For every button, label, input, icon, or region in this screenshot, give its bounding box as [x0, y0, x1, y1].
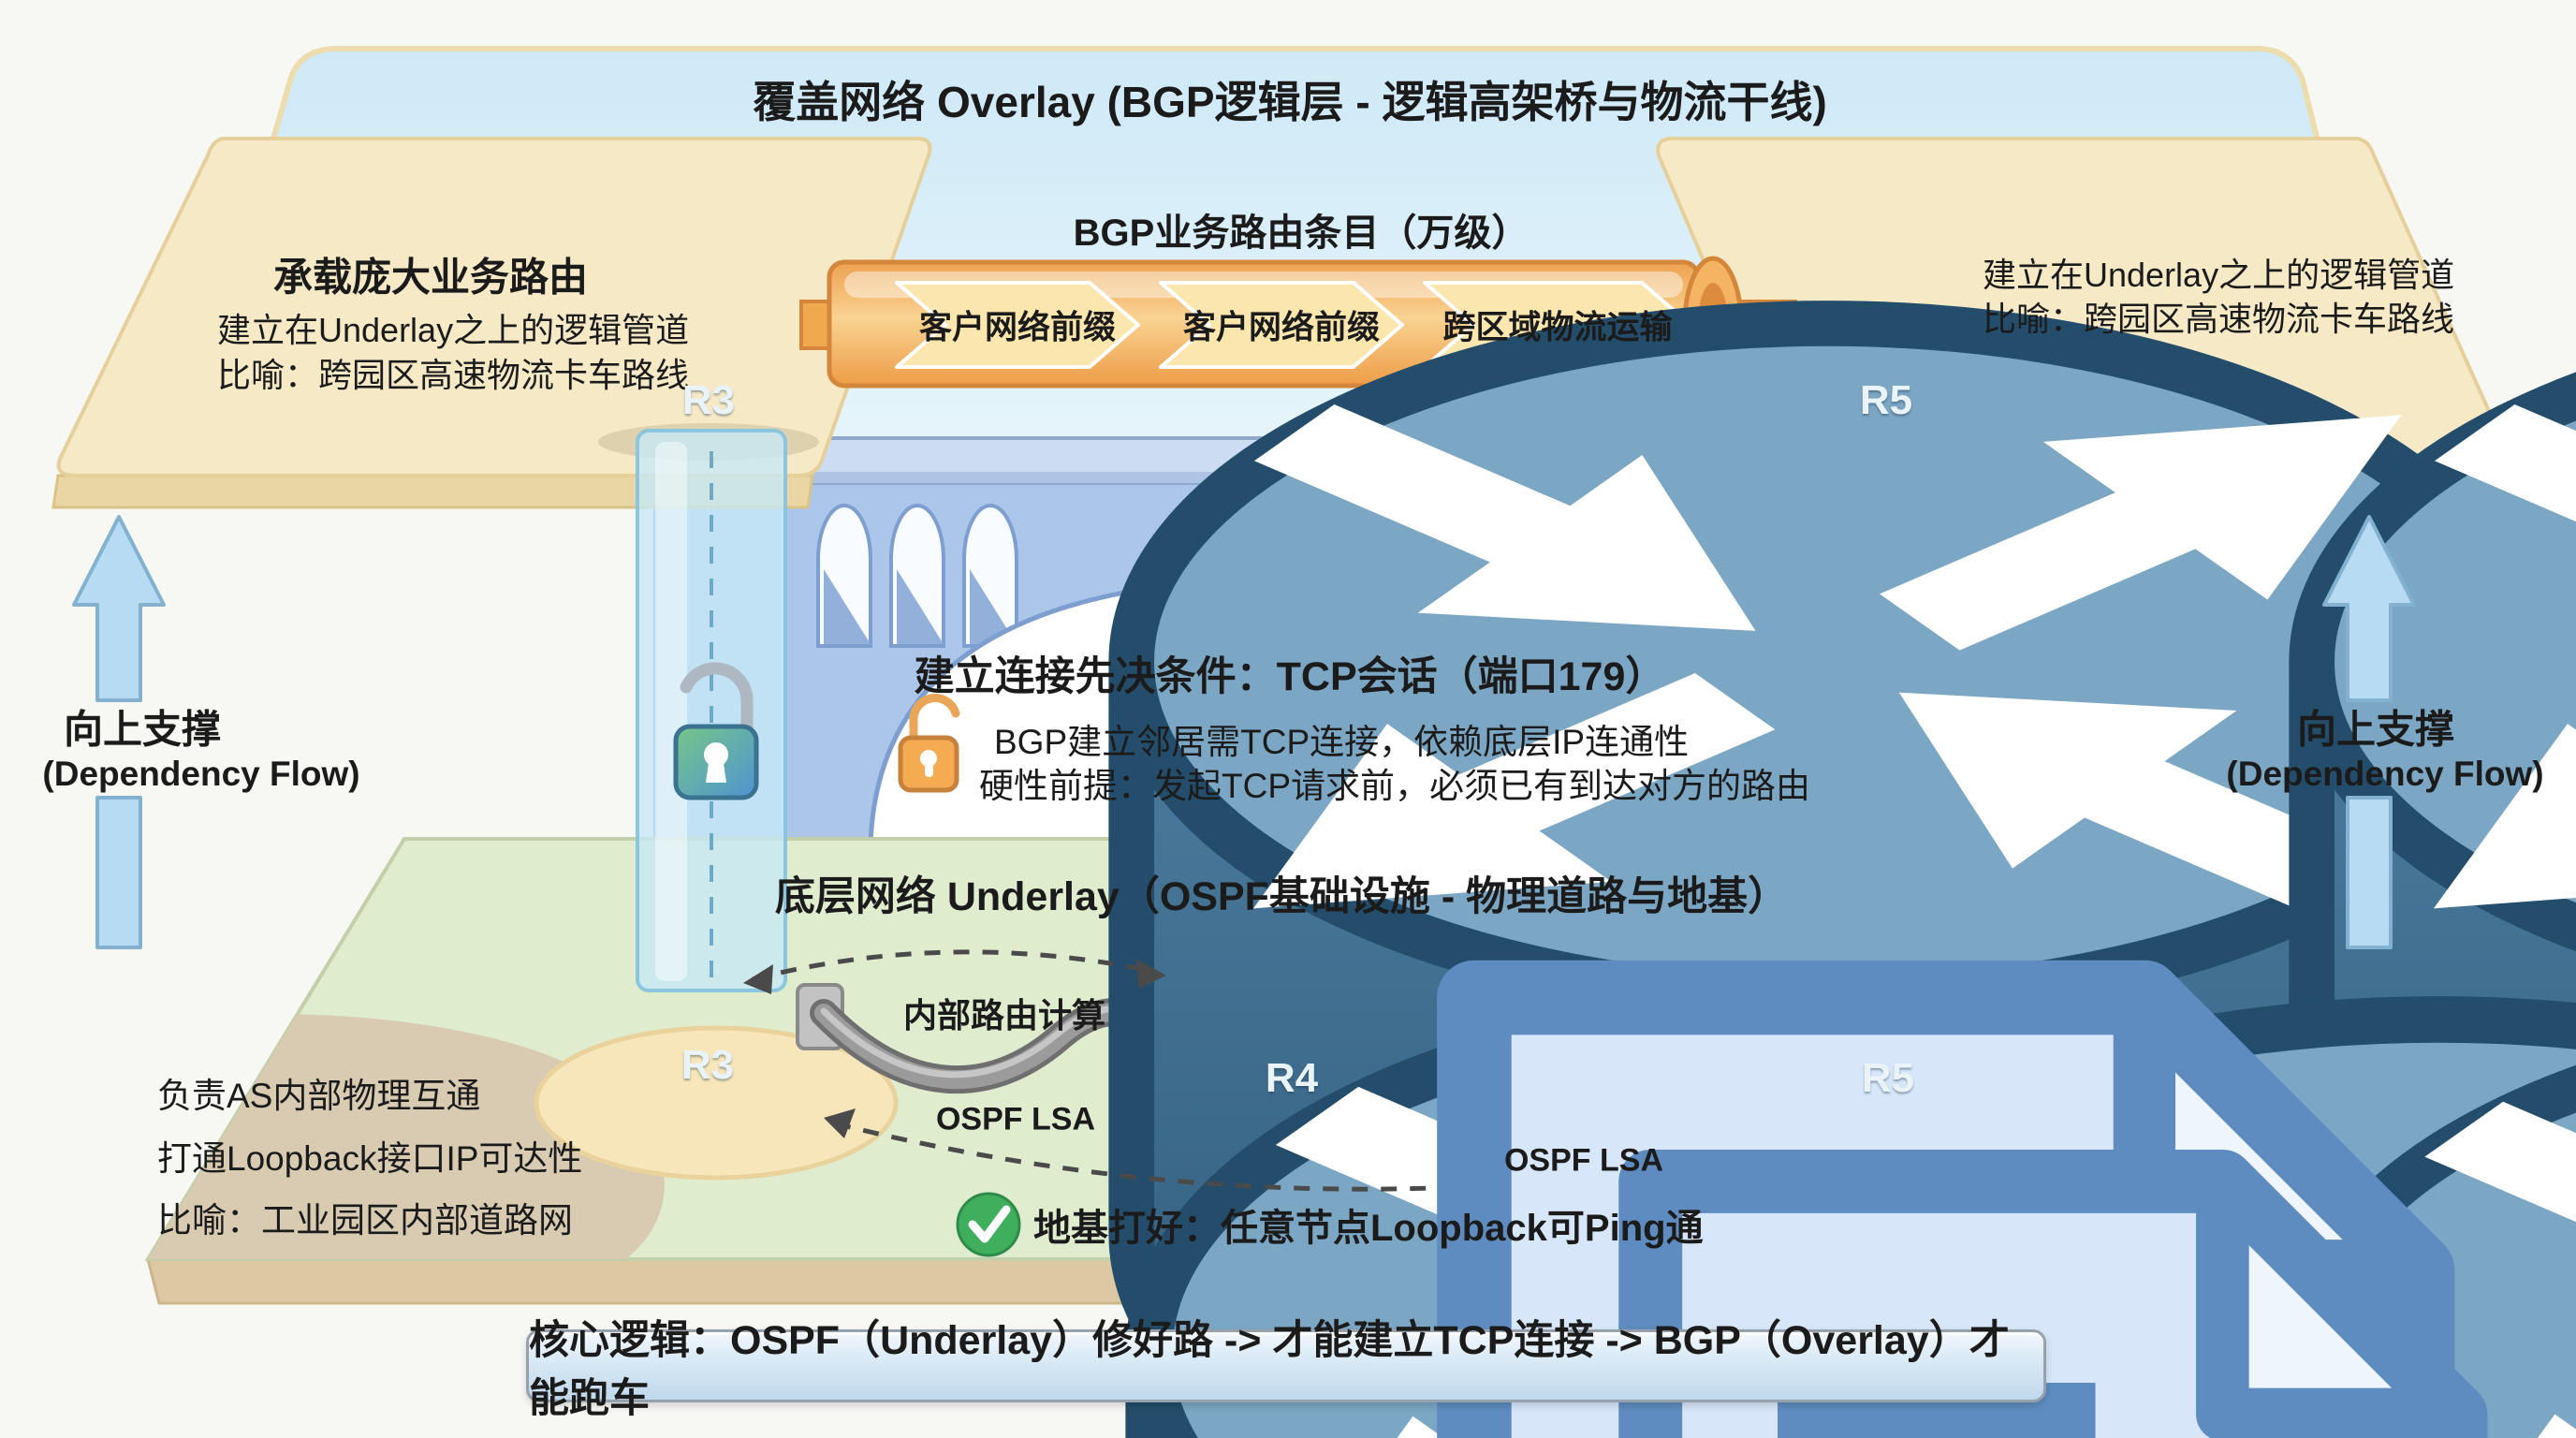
tcp-heading: 建立连接先决条件：TCP会话（端口179） — [914, 654, 1666, 699]
router-label-overlay-r3: R3 — [681, 377, 736, 423]
terrain-patch-bottomleft — [148, 1013, 665, 1259]
pipe-segment-2: 客户网络前缀 — [1182, 309, 1381, 346]
ospf-lsa-left: OSPF LSA — [935, 1101, 1096, 1137]
pipe-label: BGP业务路由条目（万级） — [1073, 213, 1530, 254]
router-label-underlay-r3: R3 — [681, 1042, 735, 1088]
ospf-lsa-right: OSPF LSA — [1503, 1142, 1664, 1179]
check-text: 地基打好：任意节点Loopback可Ping通 — [1033, 1208, 1704, 1249]
router-label-underlay-r4: R4 — [1265, 1055, 1319, 1101]
footer-text: 核心逻辑：OSPF（Underlay）修好路 -> 才能建立TCP连接 -> B… — [529, 1318, 2010, 1421]
dependency-left-cn: 向上支撑 — [63, 707, 222, 752]
footer-bar: 核心逻辑：OSPF（Underlay）修好路 -> 才能建立TCP连接 -> B… — [526, 1318, 2046, 1421]
tcp-lock-icon — [898, 694, 960, 793]
dependency-right-cn: 向上支撑 — [2296, 707, 2455, 752]
dependency-left-en: (Dependency Flow) — [42, 755, 360, 793]
underlay-note-line1: 负责AS内部物理互通 — [157, 1077, 481, 1115]
left-platform-heading: 承载庞大业务路由 — [273, 255, 589, 300]
router-label-underlay-r5: R5 — [1861, 1055, 1915, 1101]
tcp-line2: 硬性前提：发起TCP请求前，必须已有到达对方的路由 — [979, 767, 1810, 805]
underlay-note-line3: 比喻：工业园区内部道路网 — [157, 1201, 573, 1240]
support-pillar-left — [636, 429, 787, 992]
router-label-overlay-r5: R5 — [1859, 377, 1913, 423]
right-platform-line2: 比喻：跨园区高速物流卡车路线 — [1983, 300, 2455, 338]
left-platform-line2: 比喻：跨园区高速物流卡车路线 — [217, 356, 690, 394]
unlock-icon — [673, 662, 759, 800]
check-icon — [956, 1192, 1021, 1257]
left-platform-line1: 建立在Underlay之上的逻辑管道 — [217, 311, 690, 349]
router-pad-r3 — [534, 1025, 899, 1181]
pipe-segment-3: 跨区域物流运输 — [1442, 309, 1673, 346]
right-platform-line1: 建立在Underlay之上的逻辑管道 — [1983, 256, 2455, 294]
underlay-title: 底层网络 Underlay（OSPF基础设施 - 物理道路与地基） — [774, 874, 1789, 919]
dependency-arrow-right — [2322, 515, 2416, 949]
internal-route-calc-label: 内部路由计算 — [902, 996, 1106, 1034]
dependency-arrow-left — [72, 515, 166, 949]
dependency-right-en: (Dependency Flow) — [2226, 755, 2544, 793]
underlay-note-line2: 打通Loopback接口IP可达性 — [157, 1139, 583, 1178]
overlay-title: 覆盖网络 Overlay (BGP逻辑层 - 逻辑高架桥与物流干线) — [753, 78, 1827, 126]
left-platform — [51, 137, 932, 509]
pipe-segment-1: 客户网络前缀 — [918, 309, 1117, 346]
tcp-line1: BGP建立邻居需TCP连接，依赖底层IP连通性 — [994, 723, 1690, 761]
